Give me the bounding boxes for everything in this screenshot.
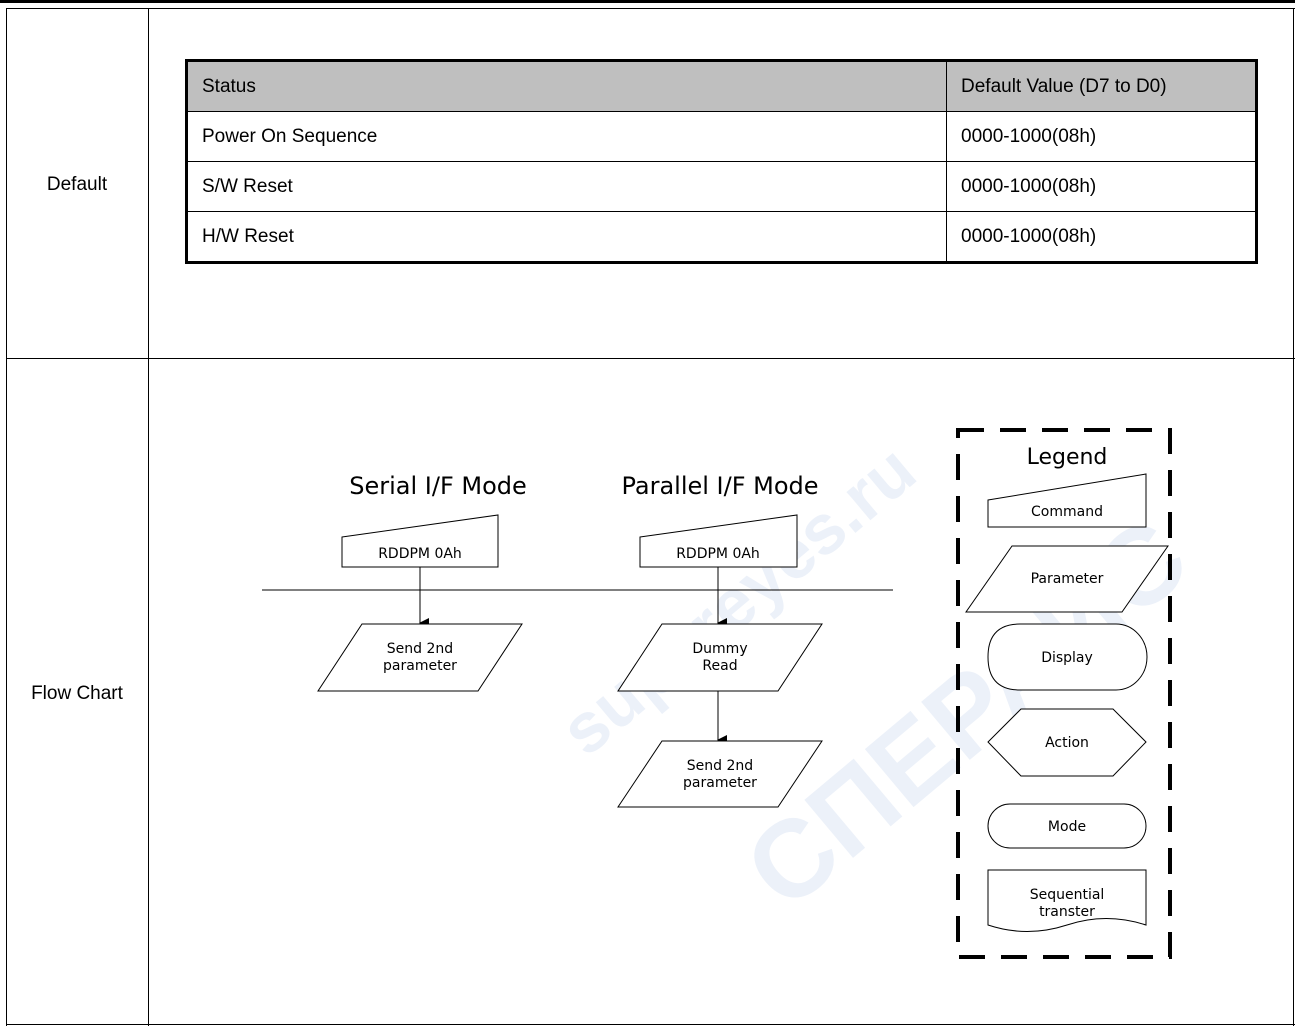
serial-command-label: RDDPM 0Ah	[378, 546, 462, 562]
top-border	[0, 0, 1295, 3]
legend-display-shape: Display	[987, 623, 1148, 691]
legend-box	[956, 428, 1172, 959]
status-cell: Power On Sequence	[186, 111, 947, 162]
serial-step-line2: parameter	[383, 658, 457, 674]
serial-send-param-shape: Send 2nd parameter	[317, 623, 523, 692]
default-value-header: Default Value (D7 to D0)	[946, 60, 1257, 112]
right-border	[1293, 8, 1294, 1026]
parallel-send-param-shape: Send 2nd parameter	[617, 740, 823, 808]
column-divider	[148, 8, 149, 1026]
table-row: H/W Reset 0000-1000(08h)	[186, 211, 1257, 263]
table-header-row: Status Default Value (D7 to D0)	[186, 60, 1257, 112]
parallel-dummy-read-shape: Dummy Read	[617, 623, 823, 692]
parallel-step1-line1: Dummy	[692, 641, 747, 657]
serial-mode-title: Serial I/F Mode	[349, 472, 527, 500]
legend-sequential-line1: Sequential	[1030, 887, 1105, 903]
parallel-step2-line1: Send 2nd	[687, 758, 753, 774]
legend-action-label: Action	[1045, 735, 1089, 751]
legend-title: Legend	[1027, 445, 1108, 470]
legend-sequential-shape: Sequential transter	[987, 869, 1147, 932]
serial-step-line1: Send 2nd	[387, 641, 453, 657]
value-cell: 0000-1000(08h)	[946, 161, 1257, 212]
flowchart-row-label: Flow Chart	[31, 683, 123, 704]
serial-command-shape: RDDPM 0Ah	[341, 514, 499, 568]
value-cell: 0000-1000(08h)	[946, 111, 1257, 162]
legend-command-label: Command	[1031, 504, 1103, 520]
status-cell: H/W Reset	[186, 211, 947, 263]
parallel-step1-line2: Read	[702, 658, 737, 674]
parallel-step2-line2: parameter	[683, 775, 757, 791]
legend-mode-shape: Mode	[987, 803, 1147, 849]
default-row-label: Default	[46, 174, 108, 195]
legend-sequential-line2: transter	[1039, 904, 1095, 920]
value-cell: 0000-1000(08h)	[946, 211, 1257, 263]
parallel-mode-title: Parallel I/F Mode	[621, 472, 818, 500]
legend-display-label: Display	[1041, 650, 1093, 666]
legend-parameter-label: Parameter	[1031, 571, 1104, 587]
top-inner-border	[6, 8, 1295, 9]
default-value-table: Status Default Value (D7 to D0) Power On…	[185, 59, 1258, 264]
row-divider	[6, 358, 1295, 359]
parallel-command-label: RDDPM 0Ah	[676, 546, 760, 562]
table-row: Power On Sequence 0000-1000(08h)	[186, 111, 1257, 162]
status-header: Status	[186, 60, 947, 112]
bottom-border	[6, 1024, 1295, 1025]
legend-command-shape: Command	[987, 473, 1147, 528]
legend-action-shape: Action	[987, 708, 1147, 777]
left-border	[6, 8, 7, 1026]
legend-mode-label: Mode	[1048, 819, 1086, 835]
parallel-command-shape: RDDPM 0Ah	[639, 514, 798, 568]
legend-parameter-shape: Parameter	[965, 545, 1169, 613]
